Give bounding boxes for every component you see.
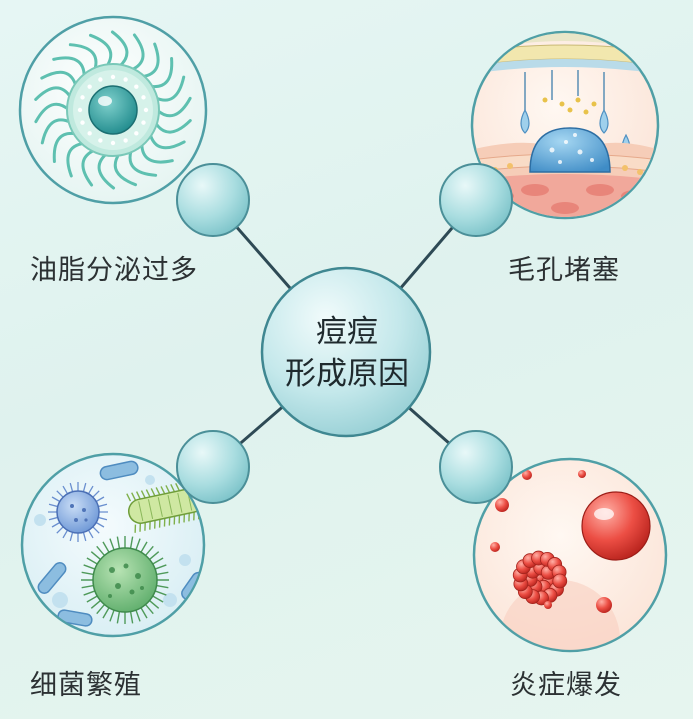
- node-dot: [176, 430, 250, 504]
- label-clogged-pores: 毛孔堵塞: [508, 255, 620, 286]
- label-bacteria-growth: 细菌繁殖: [30, 670, 142, 701]
- bacteria-icon: [20, 452, 206, 638]
- sebaceous-cell-icon: [18, 15, 208, 205]
- label-inflammation: 炎症爆发: [510, 670, 622, 701]
- node-dot: [439, 163, 513, 237]
- center-title-line1: 痘痘: [316, 314, 378, 350]
- node-dot: [439, 430, 513, 504]
- node-dot: [176, 163, 250, 237]
- center-title-line2: 形成原因: [285, 356, 409, 392]
- label-excess-sebum: 油脂分泌过多: [30, 255, 198, 286]
- inflammation-icon: [472, 457, 668, 653]
- center-title: 痘痘 形成原因: [262, 268, 432, 438]
- connector-nodes: [176, 163, 513, 504]
- center-node: [260, 266, 432, 438]
